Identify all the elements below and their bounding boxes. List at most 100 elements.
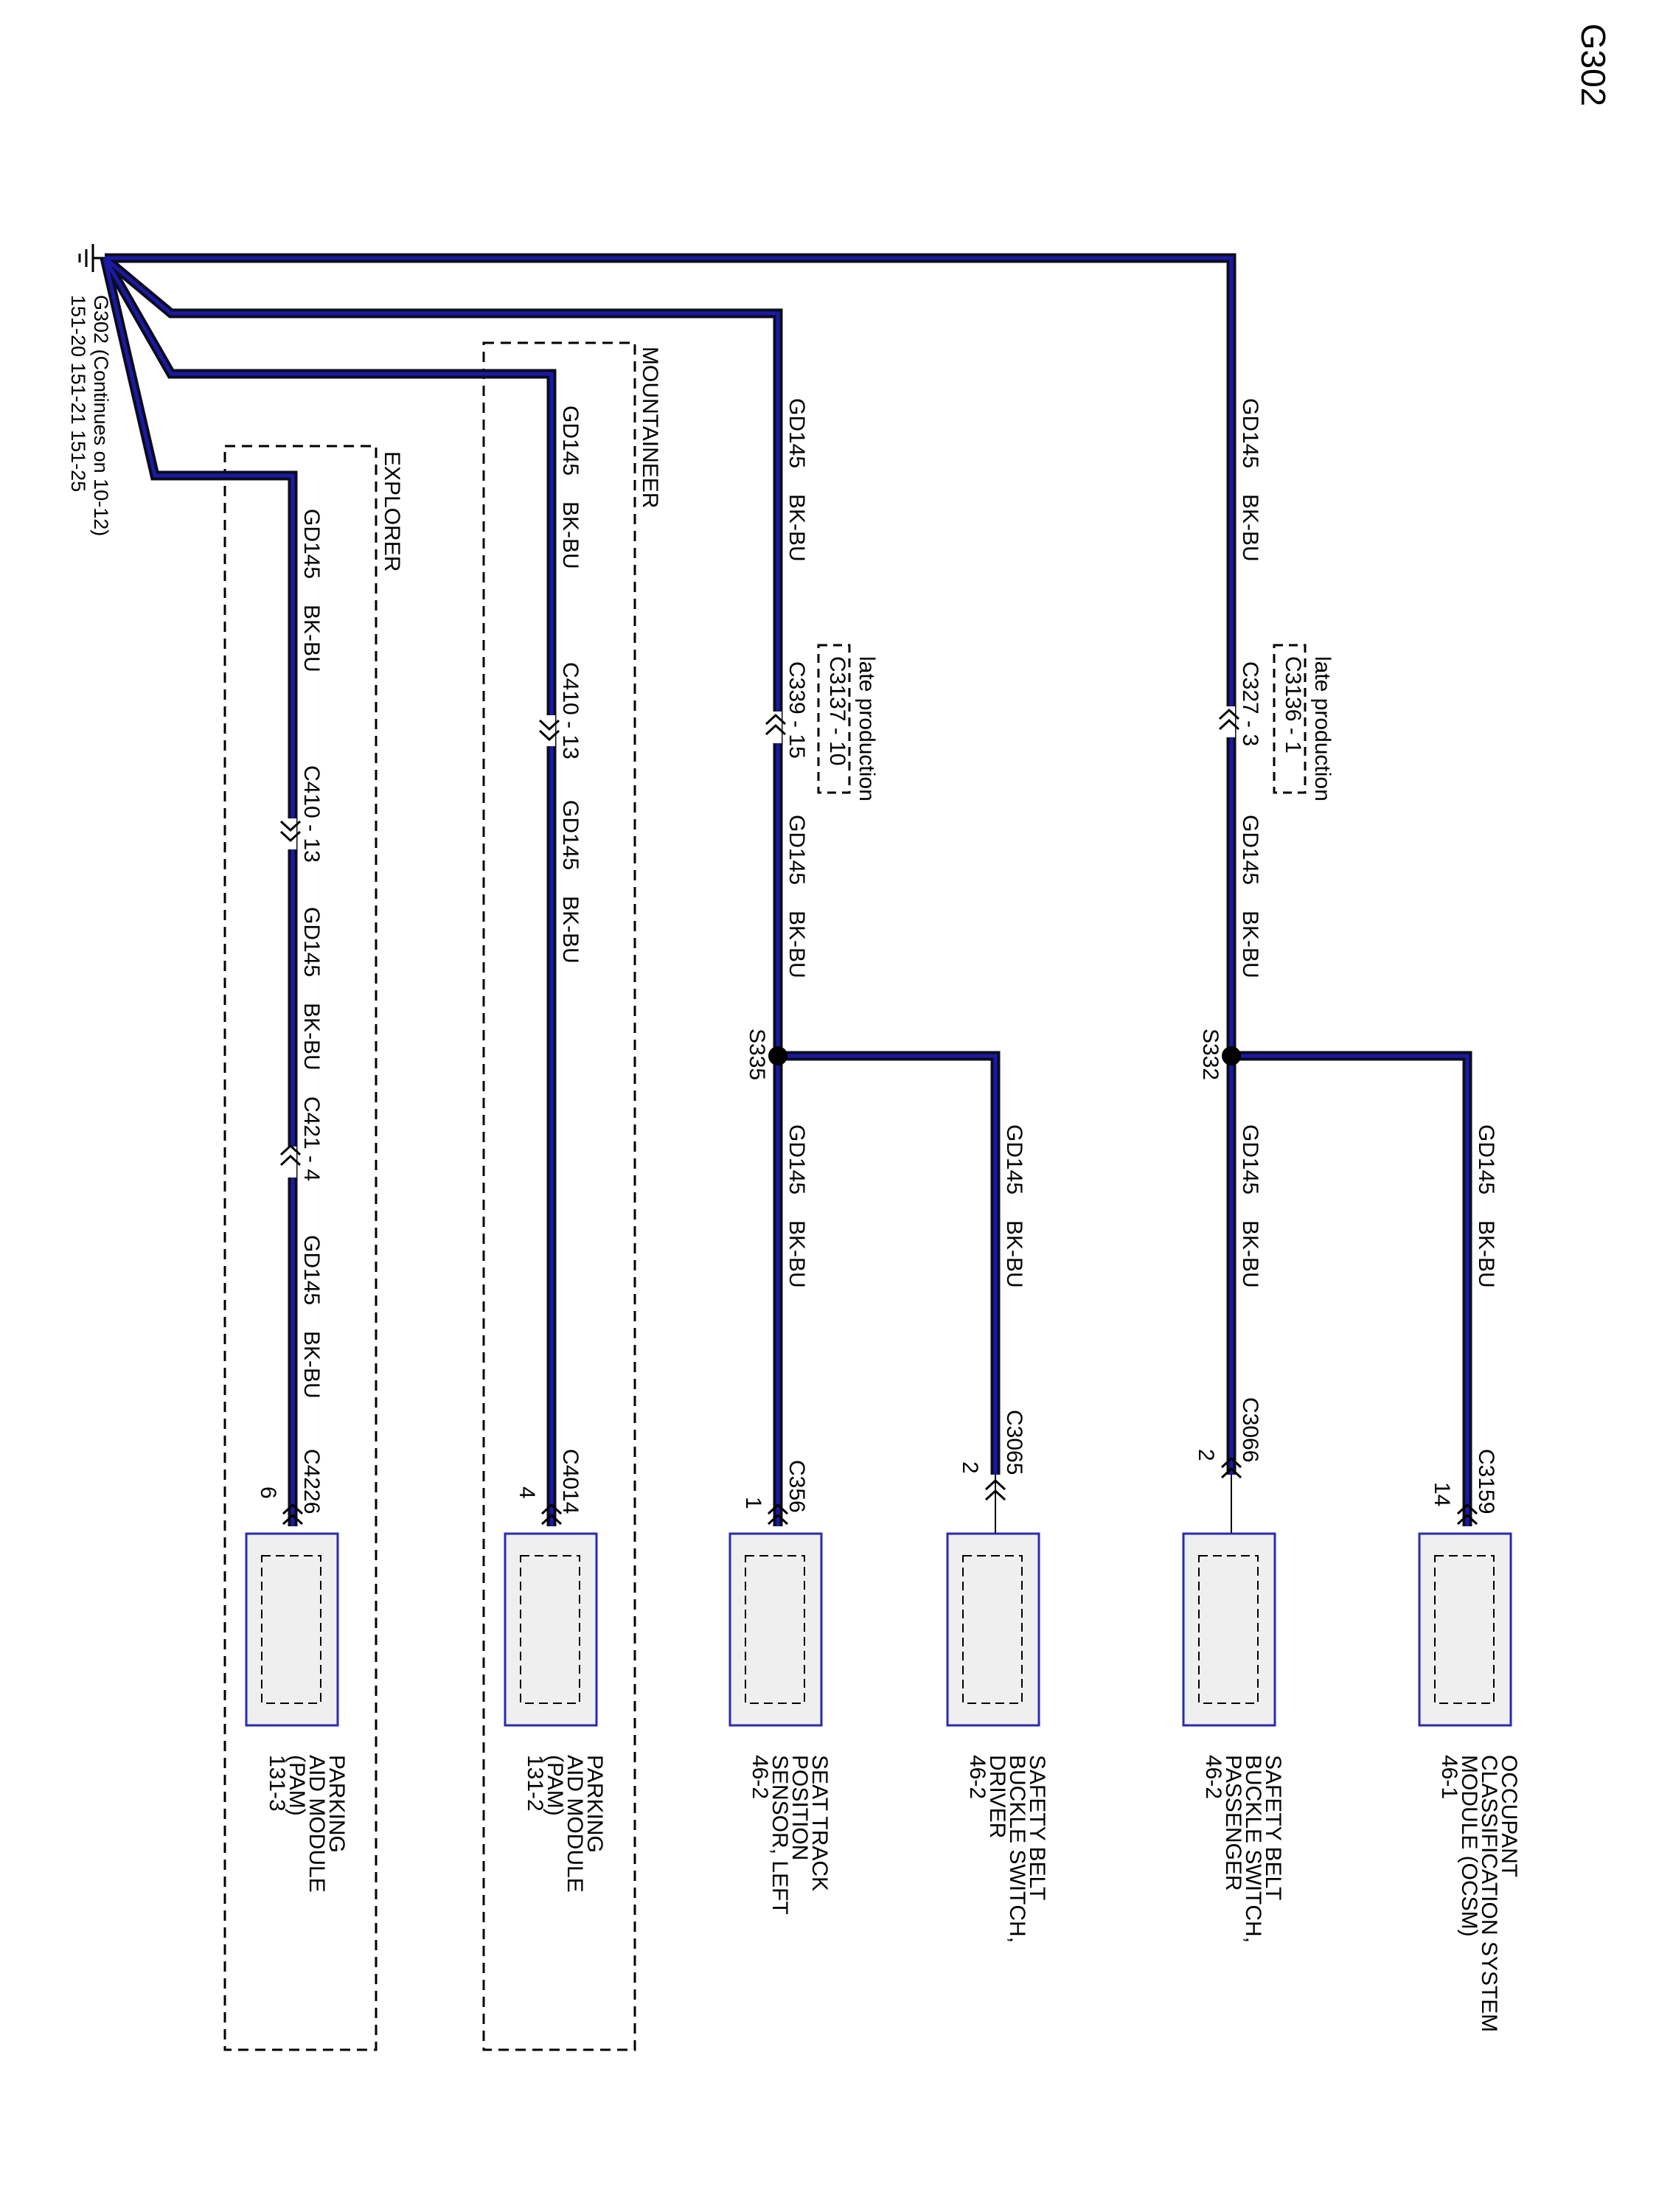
ground-note: (Continues on 10-12) bbox=[90, 349, 112, 537]
mountaineer-option-box bbox=[482, 341, 636, 2051]
component-seat-track-sensor bbox=[728, 1532, 823, 1727]
connector-c3159-label: C3159 bbox=[1474, 1449, 1498, 1514]
svg-text:SEAT TRACK: SEAT TRACK bbox=[807, 1755, 832, 1891]
wire-color-label: BK-BU bbox=[1474, 1220, 1498, 1288]
wire-circuit-label: GD145 bbox=[558, 800, 582, 870]
connector-c4226-icon bbox=[282, 1503, 304, 1526]
svg-text:OCCUPANT: OCCUPANT bbox=[1497, 1755, 1521, 1877]
connector-c327-icon bbox=[1218, 706, 1240, 737]
component-label-belt-driver: SAFETY BELT BUCKLE SWITCH, DRIVER 46-2 bbox=[965, 1755, 1049, 1943]
connector-c4014-icon bbox=[540, 1503, 563, 1526]
svg-text:SAFETY BELT: SAFETY BELT bbox=[1261, 1755, 1285, 1900]
component-label-pam-mountaineer: PARKING AID MODULE (PAM) 131-2 bbox=[523, 1755, 607, 1893]
wire-color-label: BK-BU bbox=[558, 896, 582, 964]
svg-text:SENSOR, LEFT: SENSOR, LEFT bbox=[768, 1755, 792, 1915]
connector-c339-icon bbox=[765, 712, 787, 743]
wire-circuit-label: GD145 bbox=[1238, 398, 1262, 468]
svg-text:PARKING: PARKING bbox=[582, 1755, 607, 1853]
ground-refs: 151-20 151-21 151-25 bbox=[67, 295, 89, 492]
wire-color-label: BK-BU bbox=[1238, 494, 1262, 562]
page-title: G302 bbox=[1574, 24, 1613, 107]
explorer-group-label: EXPLORER bbox=[380, 451, 404, 571]
connector-c421-icon bbox=[279, 1144, 302, 1178]
late-production-note-c3137: late production bbox=[855, 656, 879, 801]
svg-text:POSITION: POSITION bbox=[787, 1755, 812, 1860]
svg-text:BUCKLE SWITCH,: BUCKLE SWITCH, bbox=[1241, 1755, 1265, 1943]
svg-text:46-2: 46-2 bbox=[1201, 1755, 1225, 1799]
wire-circuit-label: GD145 bbox=[1238, 815, 1262, 885]
wire-circuit-label: GD145 bbox=[1238, 1124, 1262, 1194]
svg-text:BUCKLE SWITCH,: BUCKLE SWITCH, bbox=[1005, 1755, 1029, 1943]
svg-text:(PAM): (PAM) bbox=[543, 1755, 567, 1816]
svg-text:AID MODULE: AID MODULE bbox=[305, 1755, 329, 1893]
component-label-seat-track: SEAT TRACK POSITION SENSOR, LEFT 46-2 bbox=[748, 1755, 832, 1915]
connector-c410-explorer-label: C410 - 13 bbox=[299, 765, 324, 863]
connector-c3066-icon bbox=[1220, 1456, 1242, 1479]
wire-to-seat-track bbox=[101, 254, 783, 1526]
connector-c327-label: C327 - 3 bbox=[1238, 661, 1262, 746]
wire-circuit-label: GD145 bbox=[299, 907, 324, 977]
connector-c421-label: C421 - 4 bbox=[299, 1096, 324, 1181]
svg-text:131-3: 131-3 bbox=[265, 1755, 289, 1812]
wire-color-label: BK-BU bbox=[1002, 1220, 1026, 1288]
component-belt-switch-passenger bbox=[1182, 1532, 1276, 1727]
wire-circuit-label: GD145 bbox=[1474, 1124, 1498, 1194]
ground-name: G302 bbox=[90, 295, 112, 344]
component-label-ocsm: OCCUPANT CLASSIFICATION SYSTEM MODULE (O… bbox=[1437, 1755, 1521, 2032]
svg-text:MODULE (OCSM): MODULE (OCSM) bbox=[1457, 1755, 1481, 1937]
connector-c4226-label: C4226 bbox=[299, 1449, 324, 1514]
connector-c356-label: C356 bbox=[785, 1460, 809, 1513]
connector-c4014-label: C4014 bbox=[558, 1449, 582, 1514]
mountaineer-group-label: MOUNTAINEER bbox=[638, 347, 662, 508]
splice-s335-label: S335 bbox=[745, 1029, 769, 1080]
wire-circuit-label: GD145 bbox=[558, 406, 582, 476]
wire-circuit-label: GD145 bbox=[299, 1235, 324, 1305]
wire-color-label: BK-BU bbox=[785, 1220, 809, 1288]
svg-text:PARKING: PARKING bbox=[324, 1755, 349, 1853]
connector-c356-icon bbox=[767, 1503, 789, 1526]
ground-label: G302 (Continues on 10-12) 151-20 151-21 … bbox=[67, 295, 112, 536]
wire-circuit-label: GD145 bbox=[1002, 1124, 1026, 1194]
component-label-pam-explorer: PARKING AID MODULE (PAM) 131-3 bbox=[265, 1755, 349, 1893]
svg-text:(PAM): (PAM) bbox=[285, 1755, 309, 1816]
wire-color-label: BK-BU bbox=[299, 1003, 324, 1071]
splice-s332-label: S332 bbox=[1198, 1029, 1222, 1080]
connector-c3066-label: C3066 bbox=[1238, 1397, 1262, 1462]
connector-c410-explorer-icon bbox=[279, 818, 302, 849]
svg-text:G302 (Continues on 10-12): G302 (Continues on 10-12) bbox=[90, 295, 112, 536]
connector-c339-label: C339 - 15 bbox=[785, 661, 809, 759]
svg-text:PASSENGER: PASSENGER bbox=[1221, 1755, 1245, 1891]
wire-circuit-label: GD145 bbox=[299, 509, 324, 579]
late-production-box-c3136 bbox=[1273, 644, 1307, 794]
svg-text:46-2: 46-2 bbox=[748, 1755, 772, 1799]
splice-s335-dot bbox=[768, 1046, 787, 1065]
svg-text:46-1: 46-1 bbox=[1437, 1755, 1461, 1799]
svg-text:46-2: 46-2 bbox=[965, 1755, 990, 1799]
wire-circuit-label: GD145 bbox=[785, 1124, 809, 1194]
connector-c4014-pin: 4 bbox=[515, 1486, 539, 1499]
svg-text:DRIVER: DRIVER bbox=[985, 1755, 1009, 1838]
connector-c3065-pin: 2 bbox=[958, 1461, 982, 1474]
connector-c410-mountaineer-label: C410 - 13 bbox=[558, 662, 582, 759]
component-pam-mountaineer bbox=[504, 1532, 598, 1727]
connector-c3137-label: C3137 - 10 bbox=[825, 656, 849, 765]
late-production-box-c3137 bbox=[817, 644, 851, 794]
splice-s332-dot bbox=[1222, 1046, 1241, 1065]
wire-color-label: BK-BU bbox=[1238, 1220, 1262, 1288]
late-production-note-c3136: late production bbox=[1310, 656, 1335, 801]
wire-labels: GD145BK-BUGD145BK-BUGD145BK-BUGD145BK-BU… bbox=[299, 398, 1498, 1399]
wire-color-label: BK-BU bbox=[299, 605, 324, 672]
wire-color-label: BK-BU bbox=[1238, 911, 1262, 978]
wire-to-pam-explorer bbox=[100, 257, 298, 1526]
connector-c3066-pin: 2 bbox=[1194, 1449, 1218, 1461]
component-pam-explorer bbox=[245, 1532, 339, 1727]
connector-c3136-label: C3136 - 1 bbox=[1281, 656, 1305, 754]
connector-c3065-icon bbox=[984, 1478, 1006, 1501]
wire-color-label: BK-BU bbox=[558, 501, 582, 569]
wire-color-label: BK-BU bbox=[785, 494, 809, 562]
wire-to-belt-driver bbox=[778, 1051, 1001, 1475]
connector-c4226-pin: 6 bbox=[256, 1486, 280, 1499]
wire-circuit-label: GD145 bbox=[785, 815, 809, 885]
connector-c3159-pin: 14 bbox=[1430, 1482, 1454, 1506]
